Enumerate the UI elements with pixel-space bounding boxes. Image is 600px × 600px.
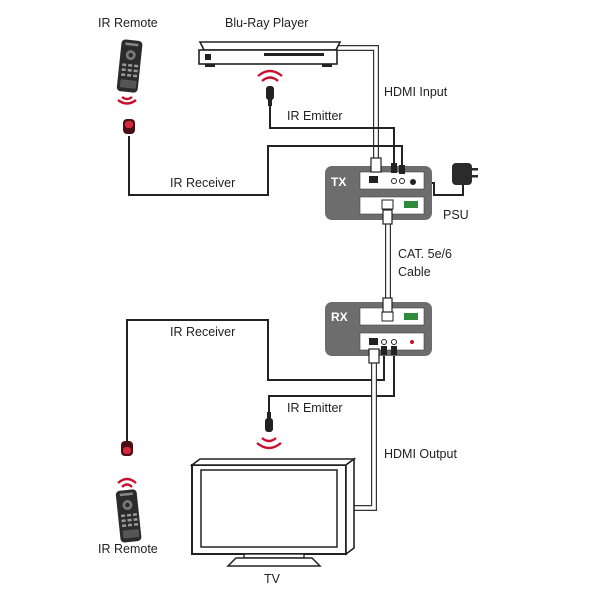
ir-receiver-top-label: IR Receiver [170,176,235,190]
ir-signal-waves-icon [117,96,137,105]
remote-control-icon [115,489,142,543]
ir-receiver-cable-bottom [126,319,385,445]
jack-plug-icon [391,163,397,173]
bluray-player-label: Blu-Ray Player [225,16,308,30]
ir-emitter-cable-top [269,106,395,170]
tv: TV [189,457,357,586]
rj45-plug-icon [382,297,393,313]
ir-signal-waves-icon [257,69,283,82]
ir-receiver-cable-top [128,136,403,196]
ir-emitter-bottom-label: IR Emitter [287,401,343,415]
hdmi-plug-icon [368,348,380,364]
psu-label: PSU [443,208,469,222]
hdmi-plug-icon [370,157,382,173]
rj45-plug-icon [382,209,393,225]
hdmi-input-label: HDMI Input [384,85,448,99]
ir-signal-waves-icon [256,437,282,450]
ir-emitter-top-label: IR Emitter [287,109,343,123]
ir-remote-bottom-label: IR Remote [98,542,158,556]
led-indicator-icon [410,340,414,344]
ir-emitter-icon [265,412,273,432]
power-adapter-icon [452,163,478,185]
hdmi-port-icon [369,338,378,345]
tv-label: TV [264,572,281,586]
ir-emitter-top: IR Emitter [257,69,343,123]
ir-remote-bottom: IR Remote [98,441,158,556]
ir-port-icon [391,339,397,345]
ir-remote-top: IR Remote [98,16,158,134]
rx-label: RX [331,310,348,324]
ir-remote-top-label: IR Remote [98,16,158,30]
ir-emitter-cable-bottom [268,352,395,418]
ir-receiver-eye-icon [123,119,135,134]
jack-plug-icon [399,165,405,174]
ir-emitter-bottom: IR Emitter [256,401,343,450]
hdmi-input-cable [336,45,379,165]
rj45-port-icon [381,311,394,322]
cable-label-line2: Cable [398,265,431,279]
hdmi-output-label: HDMI Output [384,447,457,461]
ir-receiver-eye-icon [121,441,133,456]
rj45-port-icon [381,199,394,210]
tx-unit: TX [325,157,432,225]
tx-label: TX [331,175,346,189]
jack-plug-icon [381,346,387,355]
rx-unit: RX [325,297,432,364]
ir-emitter-icon [266,86,274,106]
terminal-block-icon [404,313,418,320]
terminal-block-icon [404,201,418,208]
ir-port-icon [381,339,387,345]
hdmi-port-icon [369,176,378,183]
remote-control-icon [116,39,143,93]
bluray-player: Blu-Ray Player [198,16,342,67]
tv-icon [189,457,357,567]
ir-signal-waves-icon [117,477,137,488]
ir-receiver-bottom-label: IR Receiver [170,325,235,339]
ir-port-icon [399,178,405,184]
jack-plug-icon [391,346,397,355]
bluray-player-icon [198,41,342,67]
dc-port-icon [410,179,416,185]
cable-label-line1: CAT. 5e/6 [398,247,452,261]
ir-port-icon [391,178,397,184]
psu: PSU [443,163,478,222]
